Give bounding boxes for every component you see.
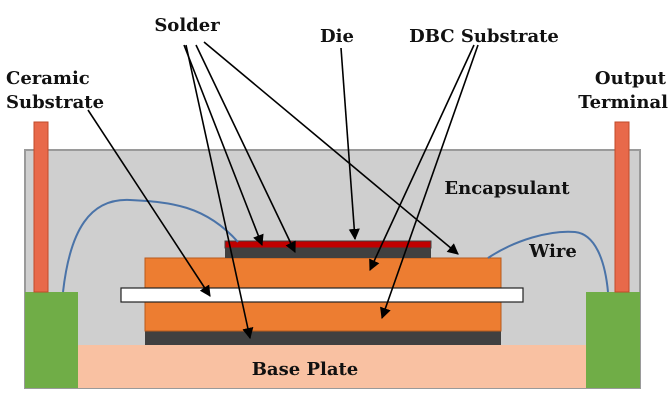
die [224,240,432,249]
bond-wire-left [62,198,239,293]
arrow-solder-to-right [203,41,459,255]
terminal-pin-left [33,121,49,293]
solder-layer-bottom [145,331,501,345]
solder-layer-die [225,248,431,258]
arrow-die [340,47,360,241]
arrow-solder-to-bottom-solder [185,44,254,340]
label-base-plate: Base Plate [252,359,359,380]
terminal-block-right [586,292,640,388]
leader-arrows [87,41,479,340]
arrow-dbc-lower [380,44,479,320]
arrow-solder-to-die-solder-2 [195,44,296,254]
label-dbc-substrate: DBC Substrate [409,26,559,47]
arrow-ceramic [87,109,211,297]
label-die: Die [320,26,354,47]
label-ceramic-line2: Substrate [6,92,104,113]
base-plate [78,345,586,388]
dbc-copper-lower [144,299,502,332]
terminal-pin-right [614,121,630,293]
arrow-solder-to-die-solder [183,44,264,247]
label-encapsulant: Encapsulant [444,178,570,199]
label-solder: Solder [154,15,220,36]
label-ceramic-line1: Ceramic [6,68,90,89]
ceramic-substrate-layer [120,287,524,303]
terminal-block-left [25,292,78,388]
arrow-dbc-upper [369,44,475,272]
label-wire: Wire [528,241,577,262]
label-output-line1: Output [595,68,667,89]
label-output-line2: Terminal [578,92,668,113]
dbc-copper-upper [144,257,502,289]
bond-wire-right [487,230,609,293]
